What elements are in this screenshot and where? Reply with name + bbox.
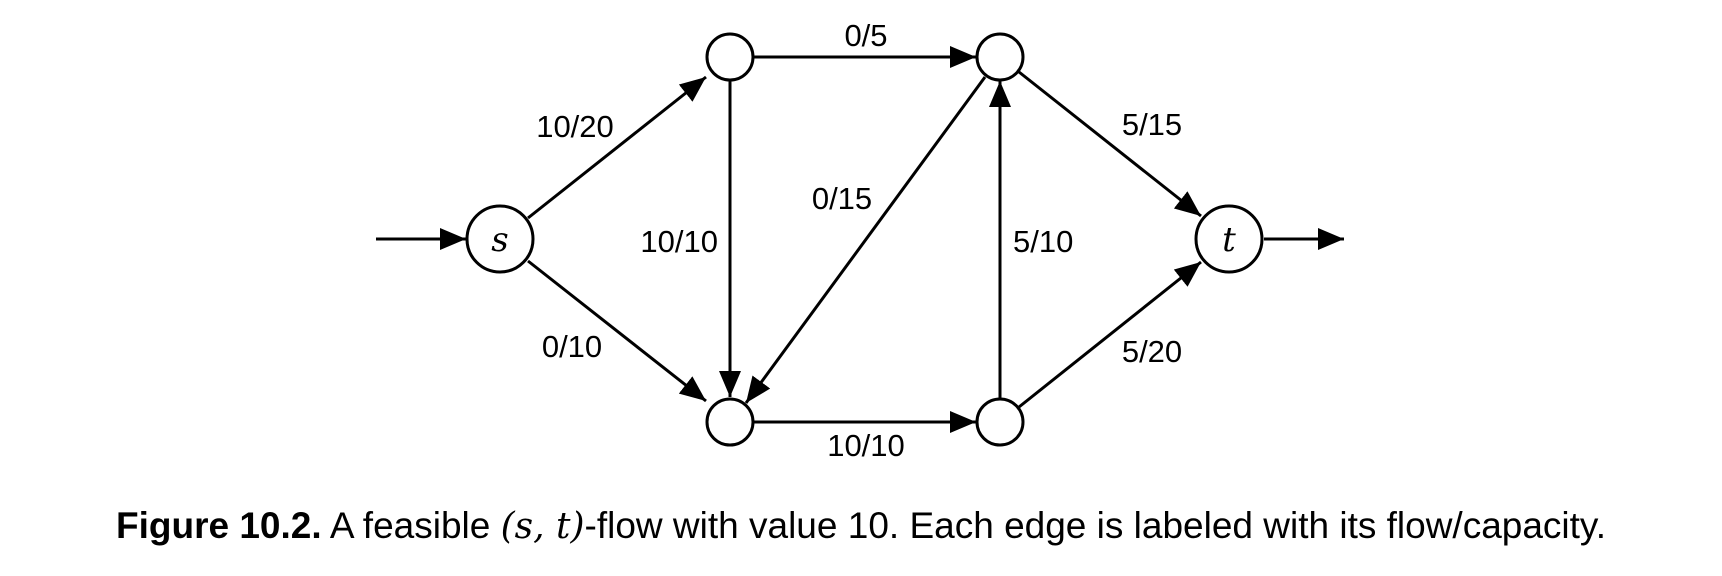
node-a (705, 32, 755, 82)
caption-math: (s, t) (500, 506, 585, 547)
node-t (1194, 204, 1264, 274)
node-label-t: t (1222, 220, 1236, 260)
node-label-s: s (491, 220, 508, 260)
node-c (975, 32, 1025, 82)
caption-text-before: A feasible (321, 505, 501, 546)
edge-label-a-b: 10/10 (640, 224, 718, 259)
edge-c-t (1018, 70, 1202, 218)
edge-label-c-t: 5/15 (1122, 107, 1182, 142)
edge-label-a-c: 0/5 (844, 18, 887, 53)
edge-label-c-b: 0/15 (812, 181, 872, 216)
figure-number: Figure 10.2. (116, 505, 322, 546)
edge-label-b-d: 10/10 (827, 428, 905, 463)
edge-label-d-c: 5/10 (1013, 224, 1073, 259)
node-b (705, 397, 755, 447)
edge-label-s-b: 0/10 (542, 329, 602, 364)
node-s (465, 204, 535, 274)
node-d (975, 397, 1025, 447)
edge-s-a (527, 75, 707, 220)
edge-label-s-a: 10/20 (536, 109, 614, 144)
edge-c-b (744, 76, 987, 404)
flow-network-diagram: s t 10/20 0/10 0/5 10/10 0/15 10/10 5/10… (376, 18, 1344, 463)
caption-text-after: -flow with value 10. Each edge is labele… (584, 505, 1606, 546)
edge-label-d-t: 5/20 (1122, 334, 1182, 369)
figure-caption: Figure 10.2. A feasible (s, t)-flow with… (0, 505, 1722, 547)
edge-d-t (1018, 260, 1202, 409)
edge-s-b (527, 259, 707, 403)
